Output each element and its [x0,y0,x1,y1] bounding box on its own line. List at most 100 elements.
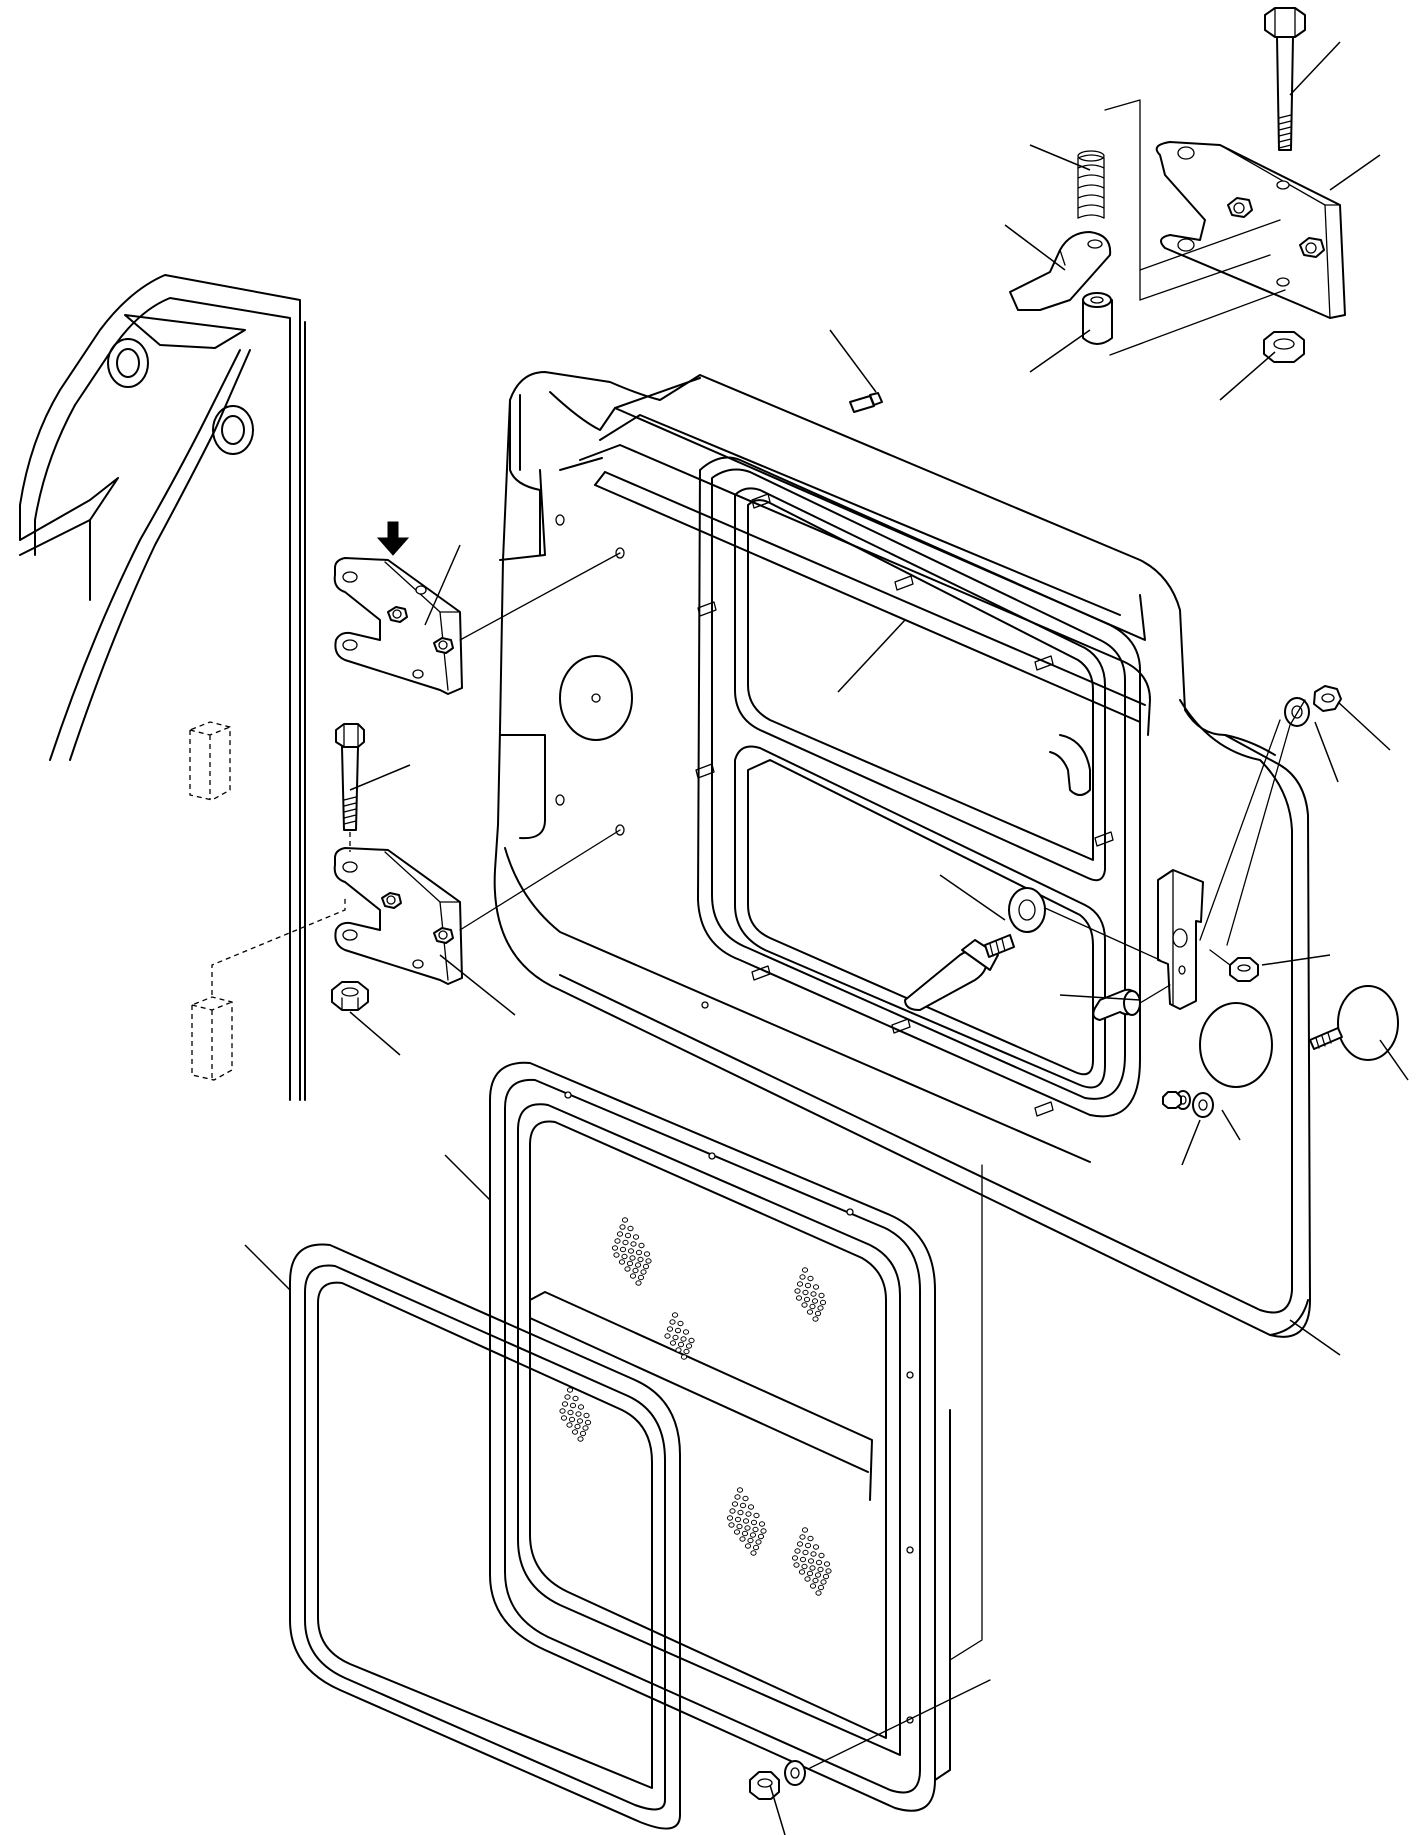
perforation-hole [745,1511,752,1517]
inner-trim-panel [489,1061,951,1812]
callout-leader-c16 [939,874,1006,921]
perforation-hole [804,1542,812,1549]
perforation-hole [559,1408,566,1414]
perforation-hole [804,1576,811,1582]
perforation-hole [814,1310,822,1317]
perforation-hole [750,1550,757,1556]
perforation-hole [793,1562,800,1568]
perforation-hole [741,1530,749,1537]
perforation-hole [626,1260,634,1267]
perforation-hole [561,1401,569,1407]
cab-frame-pillar [19,274,306,1101]
perforation-hole [807,1558,815,1564]
perforation-hole [812,1284,820,1290]
perforation-hole [567,1409,574,1416]
perforation-hole [798,1569,806,1575]
callout-leader-c21 [1289,1319,1341,1356]
perforation-hole [726,1515,734,1521]
door-lock-assembly [1009,7,1346,363]
callout-leader-c6 [1219,351,1276,401]
perforation-hole [577,1404,585,1410]
perforation-hole [734,1516,742,1523]
perforation-hole [577,1436,584,1442]
lower-hinge-bracket [333,847,463,985]
perforation-hole [640,1269,647,1275]
perforation-hole [574,1423,581,1430]
perforation-hole [645,1258,652,1264]
perforation-hole [685,1343,693,1349]
perforation-hole [814,1572,822,1578]
perforation-hole [635,1249,643,1256]
callout-leader-c3 [1329,154,1381,191]
perforation-hole [624,1266,631,1272]
bumper-washers [1162,1090,1214,1118]
perforation-hole [671,1312,679,1318]
washer-nut-upper-right [1284,685,1342,727]
perforation-hole [616,1231,624,1237]
perforation-hole [801,1563,808,1570]
door-handle [904,934,1015,1011]
perforation-hole [579,1430,587,1437]
perforation-hole [582,1425,589,1431]
rubber-bumper [1309,985,1399,1061]
perforation-hole [571,1429,579,1435]
perforation-hole [627,1225,634,1232]
perforation-hole [794,1548,801,1554]
perforation-hole [560,1415,568,1421]
callout-leader-c12 [837,619,906,693]
perforation-hole [742,1495,749,1502]
hinge-bolt [335,723,365,852]
perforation-hole [817,1584,825,1591]
callout-leader-c17 [1059,994,1141,1001]
perforation-hole [672,1334,679,1341]
perforation-hole [729,1508,736,1514]
perforation-hole [760,1528,767,1534]
small-nut-right [1229,957,1259,982]
hinge-nut [331,981,369,1011]
perforation-hole [564,1394,571,1400]
perforation-hole [799,1534,806,1540]
perforation-hole [744,1525,751,1531]
perforation-hole [809,1583,817,1589]
perforation-hole [802,1289,809,1296]
perforation-pattern [559,1217,832,1596]
perforation-hole [637,1256,644,1263]
perforation-hole [806,1570,814,1577]
perforation-hole [629,1273,637,1279]
perforation-hole [802,1549,809,1556]
perforation-hole [634,1262,642,1268]
perforation-hole [683,1348,690,1355]
perforation-hole [822,1573,830,1580]
perforation-hole [611,1245,619,1251]
perforation-hole [820,1579,827,1585]
perforation-hole [619,1246,627,1253]
perforation-hole [734,1494,741,1500]
perforation-hole [622,1239,629,1246]
perforation-hole [572,1395,579,1402]
perforation-hole [621,1217,629,1223]
callout-leader-c19 [1221,1109,1241,1141]
perforation-hole [680,1354,688,1360]
callout-leader-c9 [349,764,411,791]
upper-hinge-bracket [333,557,463,695]
perforation-hole [744,1543,752,1549]
perforation-hole [799,1556,807,1563]
callout-leaders [244,41,1409,1835]
perforation-hole [757,1533,765,1540]
callout-leader-c5 [1029,329,1091,373]
perforation-hole [818,1552,825,1559]
perforation-hole [642,1263,650,1270]
perforation-hole [566,1387,574,1393]
callout-leader-c20 [1181,1119,1201,1166]
perforation-hole [806,1309,814,1315]
perforation-hole [674,1327,682,1334]
perforation-hole [728,1522,735,1528]
perforation-hole [811,1298,819,1304]
perforation-hole [638,1242,645,1249]
perforation-hole [733,1529,741,1535]
perforation-hole [643,1251,651,1257]
perforation-hole [739,1502,747,1509]
perforation-hole [677,1320,684,1327]
perforation-hole [680,1336,687,1342]
